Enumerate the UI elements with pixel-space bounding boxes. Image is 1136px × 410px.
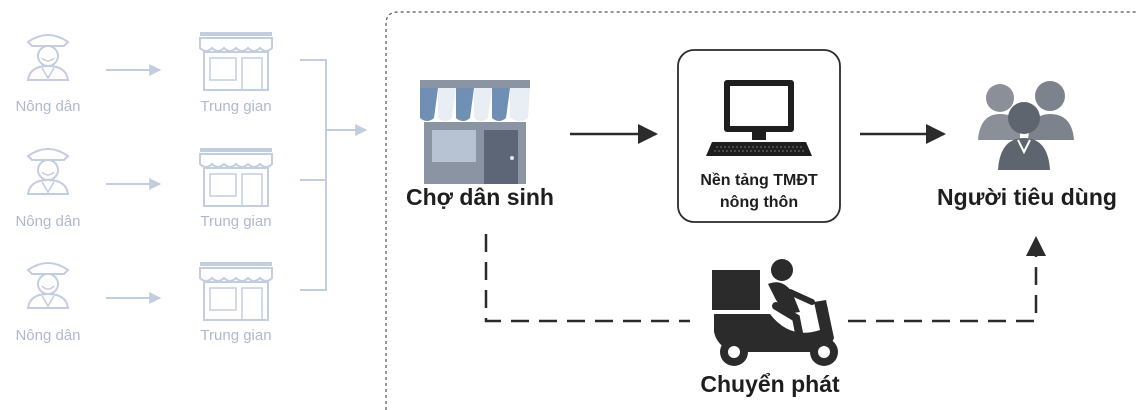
shop-icon [199,261,273,321]
computer-icon [706,80,812,156]
delivery-scooter-icon [712,259,838,366]
platform-label-line1: Nền tảng TMĐT [700,172,818,189]
farmer-label: Nông dân [15,98,80,115]
shop-icon [199,31,273,91]
consumer-label: Người tiêu dùng [937,184,1117,210]
shop-icon [199,147,273,207]
farmer-label: Nông dân [15,213,80,230]
middleman-label: Trung gian [200,98,271,115]
market-to-delivery-path [484,234,690,323]
farmer-icon [27,34,69,81]
delivery-label: Chuyển phát [700,371,840,397]
farmer-label: Nông dân [15,327,80,344]
delivery-to-consumer-path [848,236,1046,323]
people-group-icon [978,81,1074,170]
middleman-label: Trung gian [200,213,271,230]
traditional-chain: Nông dân Trung gian Nông dân Trung gian … [15,31,368,344]
merge-bracket [300,59,327,291]
dashed-frame [385,11,1136,410]
farmer-icon [27,148,69,195]
market-label: Chợ dân sinh [406,184,554,210]
platform-label-line2: nông thôn [720,194,798,211]
market-store-icon [420,80,530,184]
middleman-label: Trung gian [200,327,271,344]
farmer-icon [27,262,69,309]
